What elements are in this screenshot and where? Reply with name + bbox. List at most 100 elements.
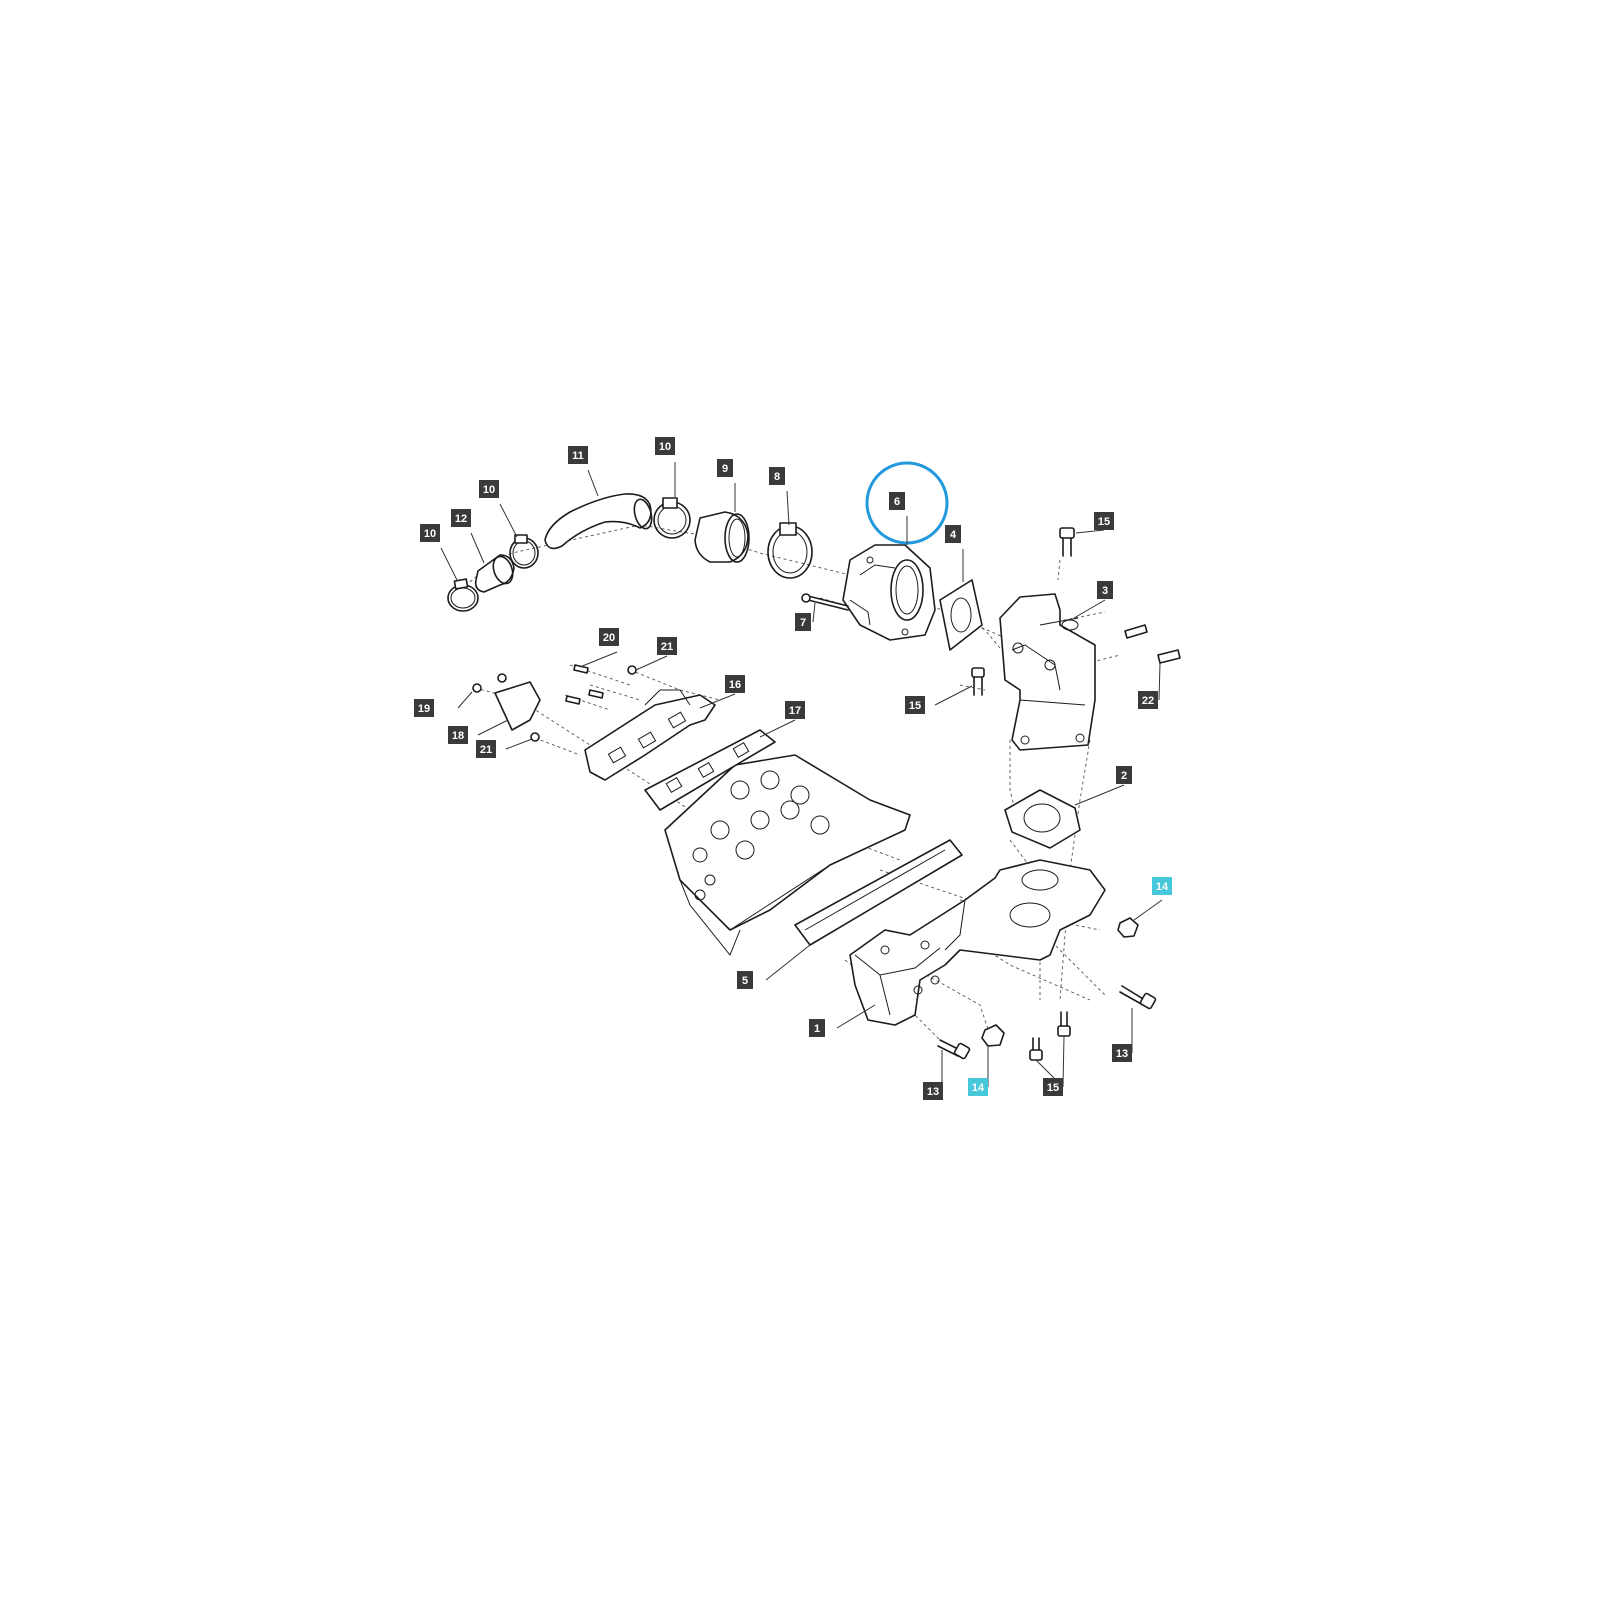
- callout-box: [1116, 766, 1132, 784]
- callout-number: 10: [424, 528, 436, 540]
- callout-box: [1097, 581, 1113, 599]
- nut-19: [472, 683, 482, 693]
- callout-number: 16: [729, 679, 741, 691]
- callout-number: 13: [1116, 1048, 1128, 1060]
- callout-number: 2: [1121, 770, 1127, 782]
- callout-box: [414, 699, 434, 717]
- callout-number: 21: [661, 641, 673, 653]
- bolt-13-bottom: [937, 1039, 971, 1060]
- callout-number: 10: [483, 484, 495, 496]
- callout-box: [905, 696, 925, 714]
- callout-c12[interactable]: 12: [451, 509, 471, 527]
- bolt-15-mid: [971, 667, 985, 696]
- bolts-15-bottom: [1029, 1011, 1071, 1061]
- callout-box: [1043, 1078, 1063, 1096]
- valve-body-6: [842, 544, 936, 641]
- bolt-13-right: [1119, 985, 1157, 1010]
- callout-number: 15: [1098, 516, 1110, 528]
- callout-c19[interactable]: 19: [414, 699, 434, 717]
- callout-c21b[interactable]: 21: [476, 740, 496, 758]
- callout-c7[interactable]: 7: [795, 613, 811, 631]
- callout-c22[interactable]: 22: [1138, 691, 1158, 709]
- hose-connector-12: [474, 554, 515, 593]
- callout-box: [599, 628, 619, 646]
- callout-number: 3: [1102, 585, 1108, 597]
- callout-c16[interactable]: 16: [725, 675, 745, 693]
- callout-number: 20: [603, 632, 615, 644]
- callout-box: [1138, 691, 1158, 709]
- callout-number: 15: [909, 700, 921, 712]
- callout-c4[interactable]: 4: [945, 525, 961, 543]
- callout-number: 15: [1047, 1082, 1059, 1094]
- egr-elbow-3: [999, 593, 1096, 751]
- callout-number: 18: [452, 730, 464, 742]
- callout-box: [785, 701, 805, 719]
- gasket-2: [1004, 789, 1081, 849]
- callout-c11[interactable]: 11: [568, 446, 588, 464]
- callout-c17[interactable]: 17: [785, 701, 805, 719]
- hose-clamp-8: [767, 522, 813, 579]
- callout-box: [479, 480, 499, 498]
- callout-c15b[interactable]: 15: [905, 696, 925, 714]
- callout-box: [1152, 877, 1172, 895]
- bolt-7: [801, 593, 849, 611]
- callout-box: [945, 525, 961, 543]
- air-hose-11: [544, 493, 653, 550]
- callout-c13b[interactable]: 13: [1112, 1044, 1132, 1062]
- callout-c2[interactable]: 2: [1116, 766, 1132, 784]
- callout-c5[interactable]: 5: [737, 971, 753, 989]
- callout-box: [725, 675, 745, 693]
- callout-c8[interactable]: 8: [769, 467, 785, 485]
- callout-c9[interactable]: 9: [717, 459, 733, 477]
- callout-box: [923, 1082, 943, 1100]
- callout-c21a[interactable]: 21: [657, 637, 677, 655]
- callout-c20[interactable]: 20: [599, 628, 619, 646]
- callout-c10a[interactable]: 10: [655, 437, 675, 455]
- nut-14-bottom: [981, 1024, 1005, 1047]
- cylinder-head: [664, 754, 911, 956]
- callout-number: 6: [894, 496, 900, 508]
- callout-c3[interactable]: 3: [1097, 581, 1113, 599]
- callout-number: 4: [950, 529, 957, 541]
- callout-number: 9: [722, 463, 728, 475]
- callout-box: [795, 613, 811, 631]
- bolt-15-top: [1059, 527, 1075, 557]
- intake-manifold-1: [849, 859, 1106, 1026]
- callout-number: 11: [572, 450, 584, 462]
- callout-c10b[interactable]: 10: [479, 480, 499, 498]
- callout-box: [568, 446, 588, 464]
- callout-box: [717, 459, 733, 477]
- callout-c14b[interactable]: 14: [968, 1078, 988, 1096]
- gasket-4: [939, 579, 983, 651]
- hose-clamp-10-top: [653, 497, 691, 539]
- callout-c15c[interactable]: 15: [1043, 1078, 1063, 1096]
- stud-nut-bracket-top: [497, 673, 507, 683]
- callout-number: 22: [1142, 695, 1154, 707]
- callout-c14a[interactable]: 14: [1152, 877, 1172, 895]
- callout-number: 14: [1156, 881, 1169, 893]
- nut-14-right: [1117, 917, 1139, 938]
- callout-labels: 11 10 9 8 6 10 12 10 15 4 3 7 20 21 16 15 22 19 17 18 21 2 14 5…: [414, 437, 1172, 1100]
- callout-number: 17: [789, 705, 801, 717]
- nut-21-top: [627, 665, 637, 675]
- callout-c15a[interactable]: 15: [1094, 512, 1114, 530]
- callout-c10c[interactable]: 10: [420, 524, 440, 542]
- callout-number: 13: [927, 1086, 939, 1098]
- callout-box: [448, 726, 468, 744]
- hose-clamp-10-mid: [509, 534, 539, 569]
- bracket-18: [494, 681, 541, 731]
- callout-box: [1112, 1044, 1132, 1062]
- stud-22-b: [1157, 649, 1181, 664]
- callout-number: 19: [418, 703, 430, 715]
- callout-c6[interactable]: 6: [889, 492, 905, 510]
- leader-lines: [440, 462, 1163, 1091]
- callout-number: 8: [774, 471, 780, 483]
- callout-c13a[interactable]: 13: [923, 1082, 943, 1100]
- callout-c18[interactable]: 18: [448, 726, 468, 744]
- callout-number: 7: [800, 617, 806, 629]
- callout-number: 1: [814, 1023, 820, 1035]
- stud-22-a: [1124, 624, 1148, 639]
- callout-box: [655, 437, 675, 455]
- callout-c1[interactable]: 1: [809, 1019, 825, 1037]
